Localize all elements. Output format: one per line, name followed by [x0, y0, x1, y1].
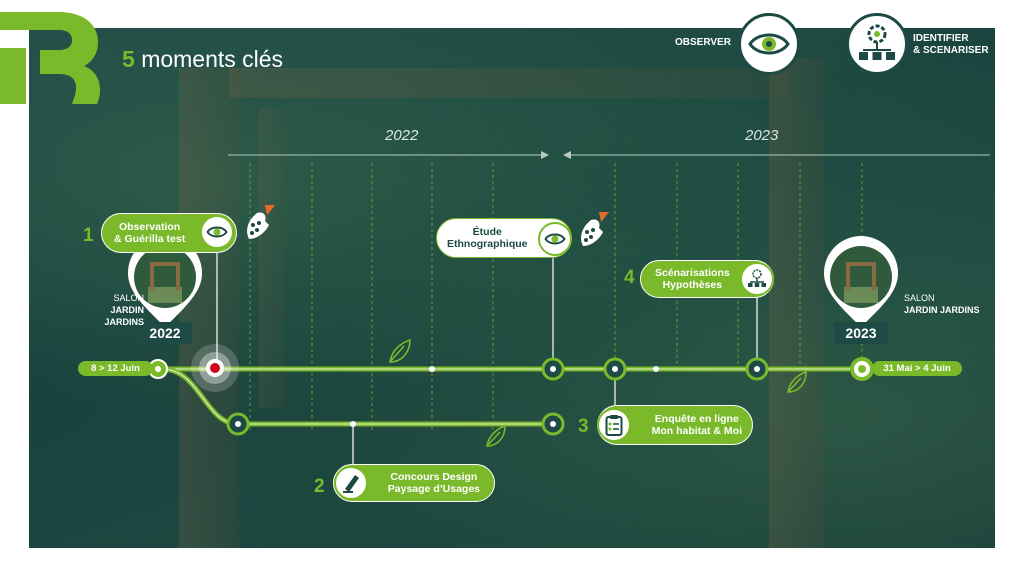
step-2-pencil-icon	[334, 466, 368, 500]
arrowhead-right	[541, 151, 549, 159]
salon-right-line1: SALON	[904, 293, 935, 303]
leaf-icons	[389, 338, 807, 447]
step-3-clipboard-icon	[597, 408, 631, 442]
pin-right	[824, 236, 898, 344]
salon-left-line1: SALON	[113, 293, 144, 303]
observer-label: OBSERVER	[675, 37, 731, 48]
target-marker	[191, 344, 239, 392]
identifier-label: IDENTIFIER & SCENARISER	[913, 33, 989, 57]
step-2-line2: Paysage d’Usages	[387, 483, 480, 495]
step-number-3: 3	[578, 416, 589, 437]
ethno-line2: Ethnographique	[447, 238, 528, 250]
ethno-line1: Étude	[472, 225, 502, 238]
grape-ethno-icon	[581, 212, 609, 246]
step-1-line2: & Guérilla test	[114, 233, 186, 245]
step-number-2: 2	[314, 476, 325, 497]
step-4-line1: Scénarisations	[655, 266, 730, 279]
step-3-pill: Enquête en ligne Mon habitat & Moi	[597, 405, 753, 445]
step-4-line2: Hypothèses	[662, 279, 723, 291]
eye-icon	[748, 33, 790, 55]
date-pill-2023: 31 Mai > 4 Juin	[872, 361, 962, 376]
arrowhead-left	[563, 151, 571, 159]
step-1-eye-icon	[200, 215, 234, 249]
wood-post-left	[179, 68, 239, 548]
step-number-4: 4	[624, 267, 635, 288]
month-guides	[249, 163, 863, 430]
step-4-network-icon	[740, 262, 774, 296]
wood-post-right	[769, 58, 824, 548]
grape-test-icon	[247, 205, 275, 239]
date-pill-2022: 8 > 12 Juin	[78, 361, 153, 376]
title-number: 5	[122, 46, 135, 72]
identifier-label-line2: & SCENARISER	[913, 45, 989, 56]
title-text: moments clés	[141, 46, 284, 72]
step-1-line1: Observation	[118, 220, 181, 233]
gear-network-icon	[859, 24, 895, 60]
year-label-2022: 2022	[385, 127, 419, 144]
ethno-eye-icon	[538, 222, 572, 256]
identifier-label-line1: IDENTIFIER	[913, 33, 969, 44]
step-3-line1: Enquête en ligne	[654, 412, 739, 425]
timeline-nodes	[148, 357, 874, 436]
brand-logo	[0, 12, 100, 104]
salon-right-line2: JARDIN JARDINS	[904, 305, 980, 315]
observer-icon	[738, 13, 800, 75]
step-number-1: 1	[83, 225, 94, 246]
page-title: 5 moments clés	[122, 46, 283, 73]
wood-post-mid	[259, 108, 285, 408]
salon-label-right: SALON JARDIN JARDINS	[904, 292, 980, 316]
step-2-line1: Concours Design	[390, 470, 478, 483]
pin-year-2023: 2023	[845, 325, 877, 341]
wood-beam	[229, 68, 789, 98]
salon-label-left: SALON JARDIN JARDINS	[86, 292, 144, 328]
step-3-line2: Mon habitat & Moi	[651, 425, 742, 437]
year-label-2023: 2023	[745, 127, 779, 144]
pin-left	[128, 236, 202, 344]
identifier-icon	[846, 13, 908, 75]
pin-year-2022: 2022	[149, 325, 181, 341]
salon-left-line2: JARDIN JARDINS	[104, 305, 144, 327]
